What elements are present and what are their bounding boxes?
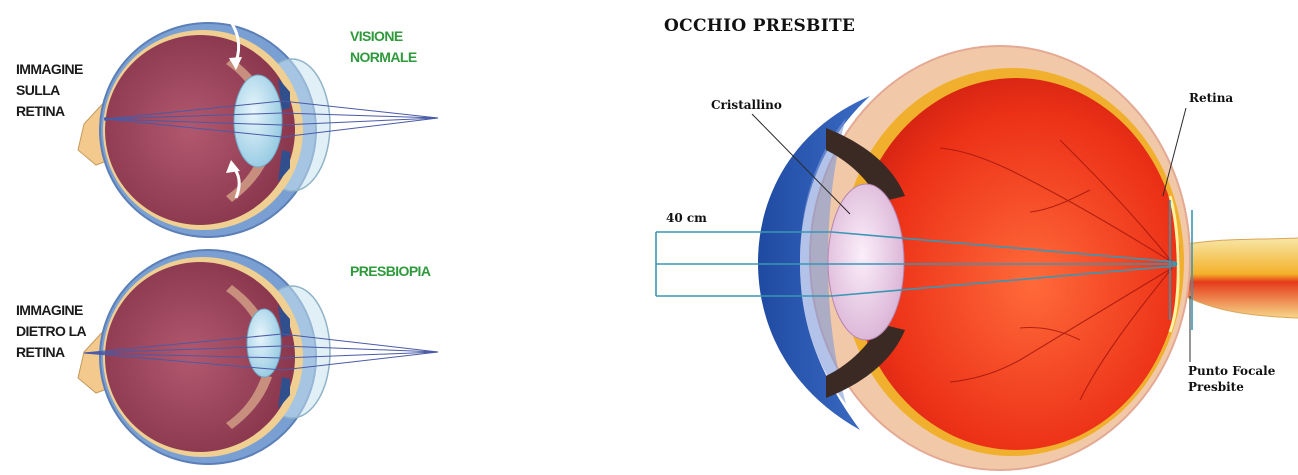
crystalline-lens-label: Cristallino (711, 98, 782, 112)
image-on-retina-label: IMMAGINE SULLA RETINA (16, 61, 86, 119)
presbyopia-eye (78, 250, 438, 464)
retina-label: Retina (1189, 91, 1233, 105)
lens-top (234, 75, 282, 167)
distance-label: 40 cm (666, 211, 707, 225)
crystalline-lens (828, 184, 904, 340)
lens-bottom (247, 309, 281, 377)
focus-point-top (104, 117, 108, 121)
normal-vision-title: VISIONE NORMALE (350, 28, 417, 65)
presbyopic-focal-point-label: Punto Focale Presbite (1188, 364, 1280, 394)
presbyopia-title: PRESBIOPIA (350, 263, 431, 279)
presbyopic-eye-title: OCCHIO PRESBITE (664, 16, 855, 36)
image-point (1173, 262, 1178, 267)
image-behind-retina-label: IMMAGINE DIETRO LA RETINA (16, 302, 89, 360)
optic-nerve (1176, 238, 1298, 318)
